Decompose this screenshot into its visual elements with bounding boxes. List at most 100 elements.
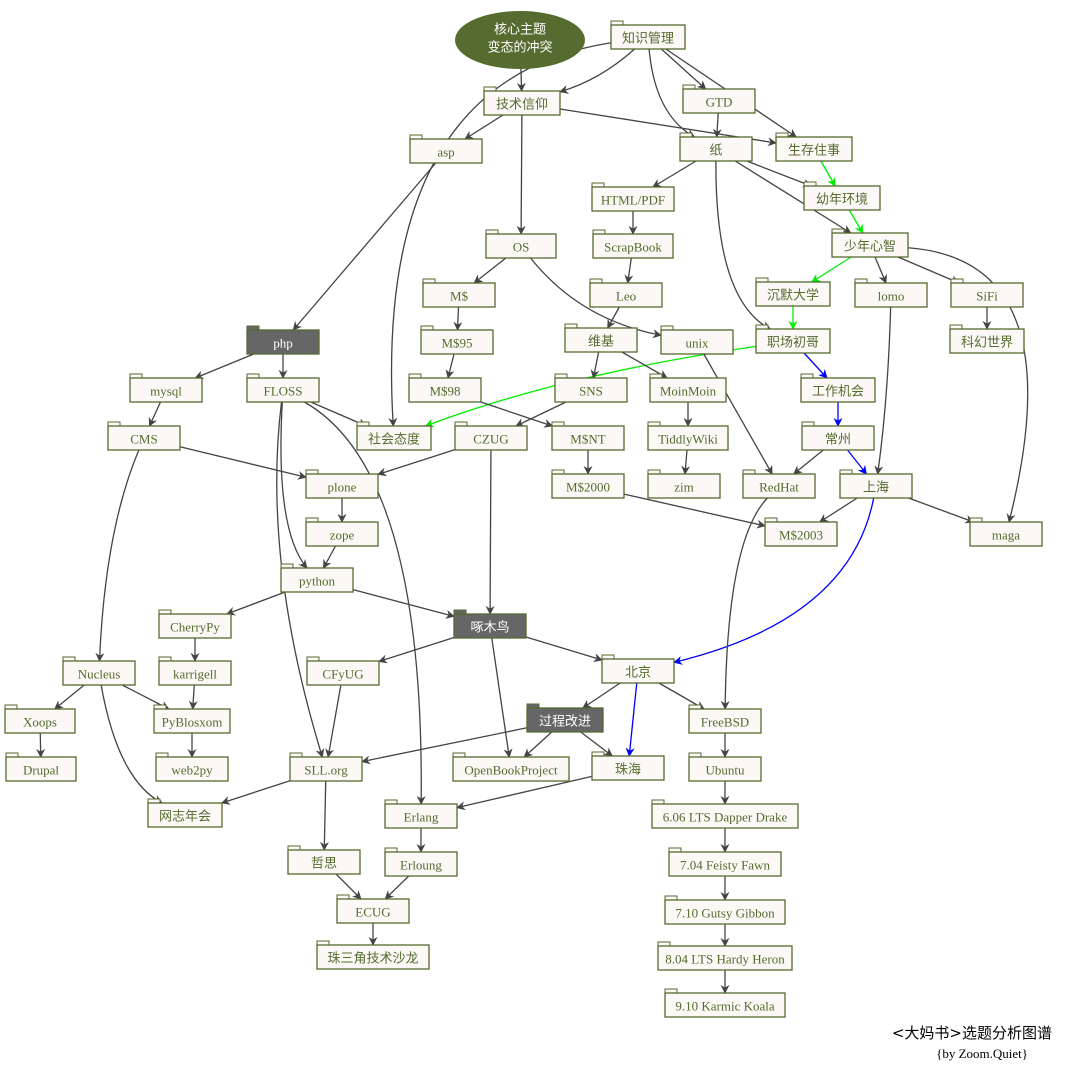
node-tiddly[interactable]: TiddlyWiki [647, 421, 729, 451]
node-label: SNS [579, 384, 603, 399]
node-sh[interactable]: 上海 [839, 469, 913, 499]
node-freebsd[interactable]: FreeBSD [688, 704, 762, 734]
node-ubuntu[interactable]: Ubuntu [688, 752, 762, 782]
node-cfyug[interactable]: CFyUG [306, 656, 380, 686]
node-label: 科幻世界 [961, 335, 1013, 350]
node-nucleus[interactable]: Nucleus [62, 656, 136, 686]
node-label: Leo [616, 289, 636, 304]
node-asp[interactable]: asp [409, 134, 483, 164]
node-maga[interactable]: maga [969, 517, 1043, 547]
node-label: maga [992, 528, 1020, 543]
node-zmn[interactable]: 啄木鸟 [453, 609, 527, 639]
node-ms2000[interactable]: M$2000 [551, 469, 625, 499]
node-leo[interactable]: Leo [589, 278, 663, 308]
node-zccg[interactable]: 职场初哥 [755, 324, 831, 354]
node-drupal[interactable]: Drupal [5, 752, 77, 782]
node-label: 7.10 Gutsy Gibbon [675, 906, 775, 921]
node-karrigell[interactable]: karrigell [158, 656, 232, 686]
node-label: 纸 [709, 143, 722, 158]
node-ms[interactable]: M$ [422, 278, 496, 308]
edge-ynhj-to-snxz [848, 209, 864, 234]
node-php[interactable]: php [246, 325, 320, 355]
node-xoops[interactable]: Xoops [4, 704, 76, 734]
node-wiki[interactable]: 维基 [564, 323, 638, 353]
node-cms[interactable]: CMS [107, 421, 181, 451]
node-zs[interactable]: 哲思 [287, 845, 361, 875]
node-scrap[interactable]: ScrapBook [592, 229, 674, 259]
node-python[interactable]: python [280, 563, 354, 593]
edge-zmn-to-cfyug [378, 636, 455, 664]
edge-python-to-cherry [225, 591, 286, 616]
node-sll[interactable]: SLL.org [289, 752, 363, 782]
node-moin[interactable]: MoinMoin [649, 373, 727, 403]
node-erloung[interactable]: Erloung [384, 847, 458, 877]
node-gtd[interactable]: GTD [682, 84, 756, 114]
edge-floss-to-erlang [303, 401, 426, 805]
node-obp[interactable]: OpenBookProject [452, 752, 570, 782]
node-plone[interactable]: plone [305, 469, 379, 499]
node-snxz[interactable]: 少年心智 [831, 228, 909, 258]
node-label: HTML/PDF [601, 193, 665, 208]
node-czug[interactable]: CZUG [454, 421, 528, 451]
core-topic-node[interactable]: 核心主题 变态的冲突 [455, 11, 585, 69]
node-mysql[interactable]: mysql [129, 373, 203, 403]
node-sns[interactable]: SNS [554, 373, 628, 403]
edge-sll-to-wznh [220, 780, 291, 805]
node-u804[interactable]: 8.04 LTS Hardy Heron [657, 941, 793, 971]
node-label: 9.10 Karmic Koala [675, 999, 775, 1014]
node-erlang[interactable]: Erlang [384, 799, 458, 829]
node-sifi[interactable]: SiFi [950, 278, 1024, 308]
node-floss[interactable]: FLOSS [246, 373, 320, 403]
node-lomo[interactable]: lomo [854, 278, 928, 308]
node-label: ECUG [355, 905, 390, 920]
node-ms95[interactable]: M$95 [420, 325, 494, 355]
node-html[interactable]: HTML/PDF [591, 182, 675, 212]
node-web2py[interactable]: web2py [155, 752, 229, 782]
edge-scrap-to-leo [624, 257, 634, 284]
node-label: CherryPy [170, 620, 220, 635]
node-label: 技术信仰 [496, 97, 548, 112]
node-u910[interactable]: 9.10 Karmic Koala [664, 988, 786, 1018]
node-pyblosxom[interactable]: PyBlosxom [153, 704, 231, 734]
node-cmdx[interactable]: 沉默大学 [755, 277, 831, 307]
edge-zsgl-to-zhi [648, 48, 696, 138]
edge-czug-to-plone [377, 448, 456, 477]
node-zope[interactable]: zope [305, 517, 379, 547]
node-ms98[interactable]: M$98 [408, 373, 482, 403]
node-ecug[interactable]: ECUG [336, 894, 410, 924]
node-u704[interactable]: 7.04 Feisty Fawn [668, 847, 782, 877]
node-cherry[interactable]: CherryPy [158, 609, 232, 639]
node-msnt[interactable]: M$NT [551, 421, 625, 451]
node-khsj[interactable]: 科幻世界 [949, 324, 1025, 354]
node-label: 哲思 [311, 856, 337, 871]
node-gcgj[interactable]: 过程改进 [526, 703, 604, 733]
node-ynhj[interactable]: 幼年环境 [803, 181, 881, 211]
edge-ms2000-to-ms2003 [623, 493, 766, 529]
node-redhat[interactable]: RedHat [742, 469, 816, 499]
node-gzjh[interactable]: 工作机会 [800, 373, 876, 403]
node-zsj[interactable]: 珠三角技术沙龙 [316, 940, 430, 970]
node-wznh[interactable]: 网志年会 [147, 798, 223, 828]
node-label: php [273, 336, 293, 351]
node-zim[interactable]: zim [647, 469, 721, 499]
node-sczs[interactable]: 生存住事 [775, 132, 853, 162]
node-u606[interactable]: 6.06 LTS Dapper Drake [651, 799, 799, 829]
node-cz[interactable]: 常州 [801, 421, 875, 451]
node-label: SiFi [976, 289, 998, 304]
node-zhi[interactable]: 纸 [679, 132, 753, 162]
node-shtd[interactable]: 社会态度 [356, 421, 432, 451]
node-zsgl[interactable]: 知识管理 [610, 20, 686, 50]
node-bj[interactable]: 北京 [601, 654, 675, 684]
node-label: zim [674, 480, 694, 495]
node-u710[interactable]: 7.10 Gutsy Gibbon [664, 895, 786, 925]
edge-sczs-to-ynhj [820, 160, 836, 187]
node-label: karrigell [173, 667, 217, 682]
node-zh[interactable]: 珠海 [591, 751, 665, 781]
node-label: mysql [150, 384, 182, 399]
node-jsxy[interactable]: 技术信仰 [483, 86, 561, 116]
node-label: 过程改进 [539, 714, 591, 729]
node-unix[interactable]: unix [660, 325, 734, 355]
node-os[interactable]: OS [485, 229, 557, 259]
edge-python-to-zmn [352, 588, 455, 619]
node-ms2003[interactable]: M$2003 [764, 517, 838, 547]
